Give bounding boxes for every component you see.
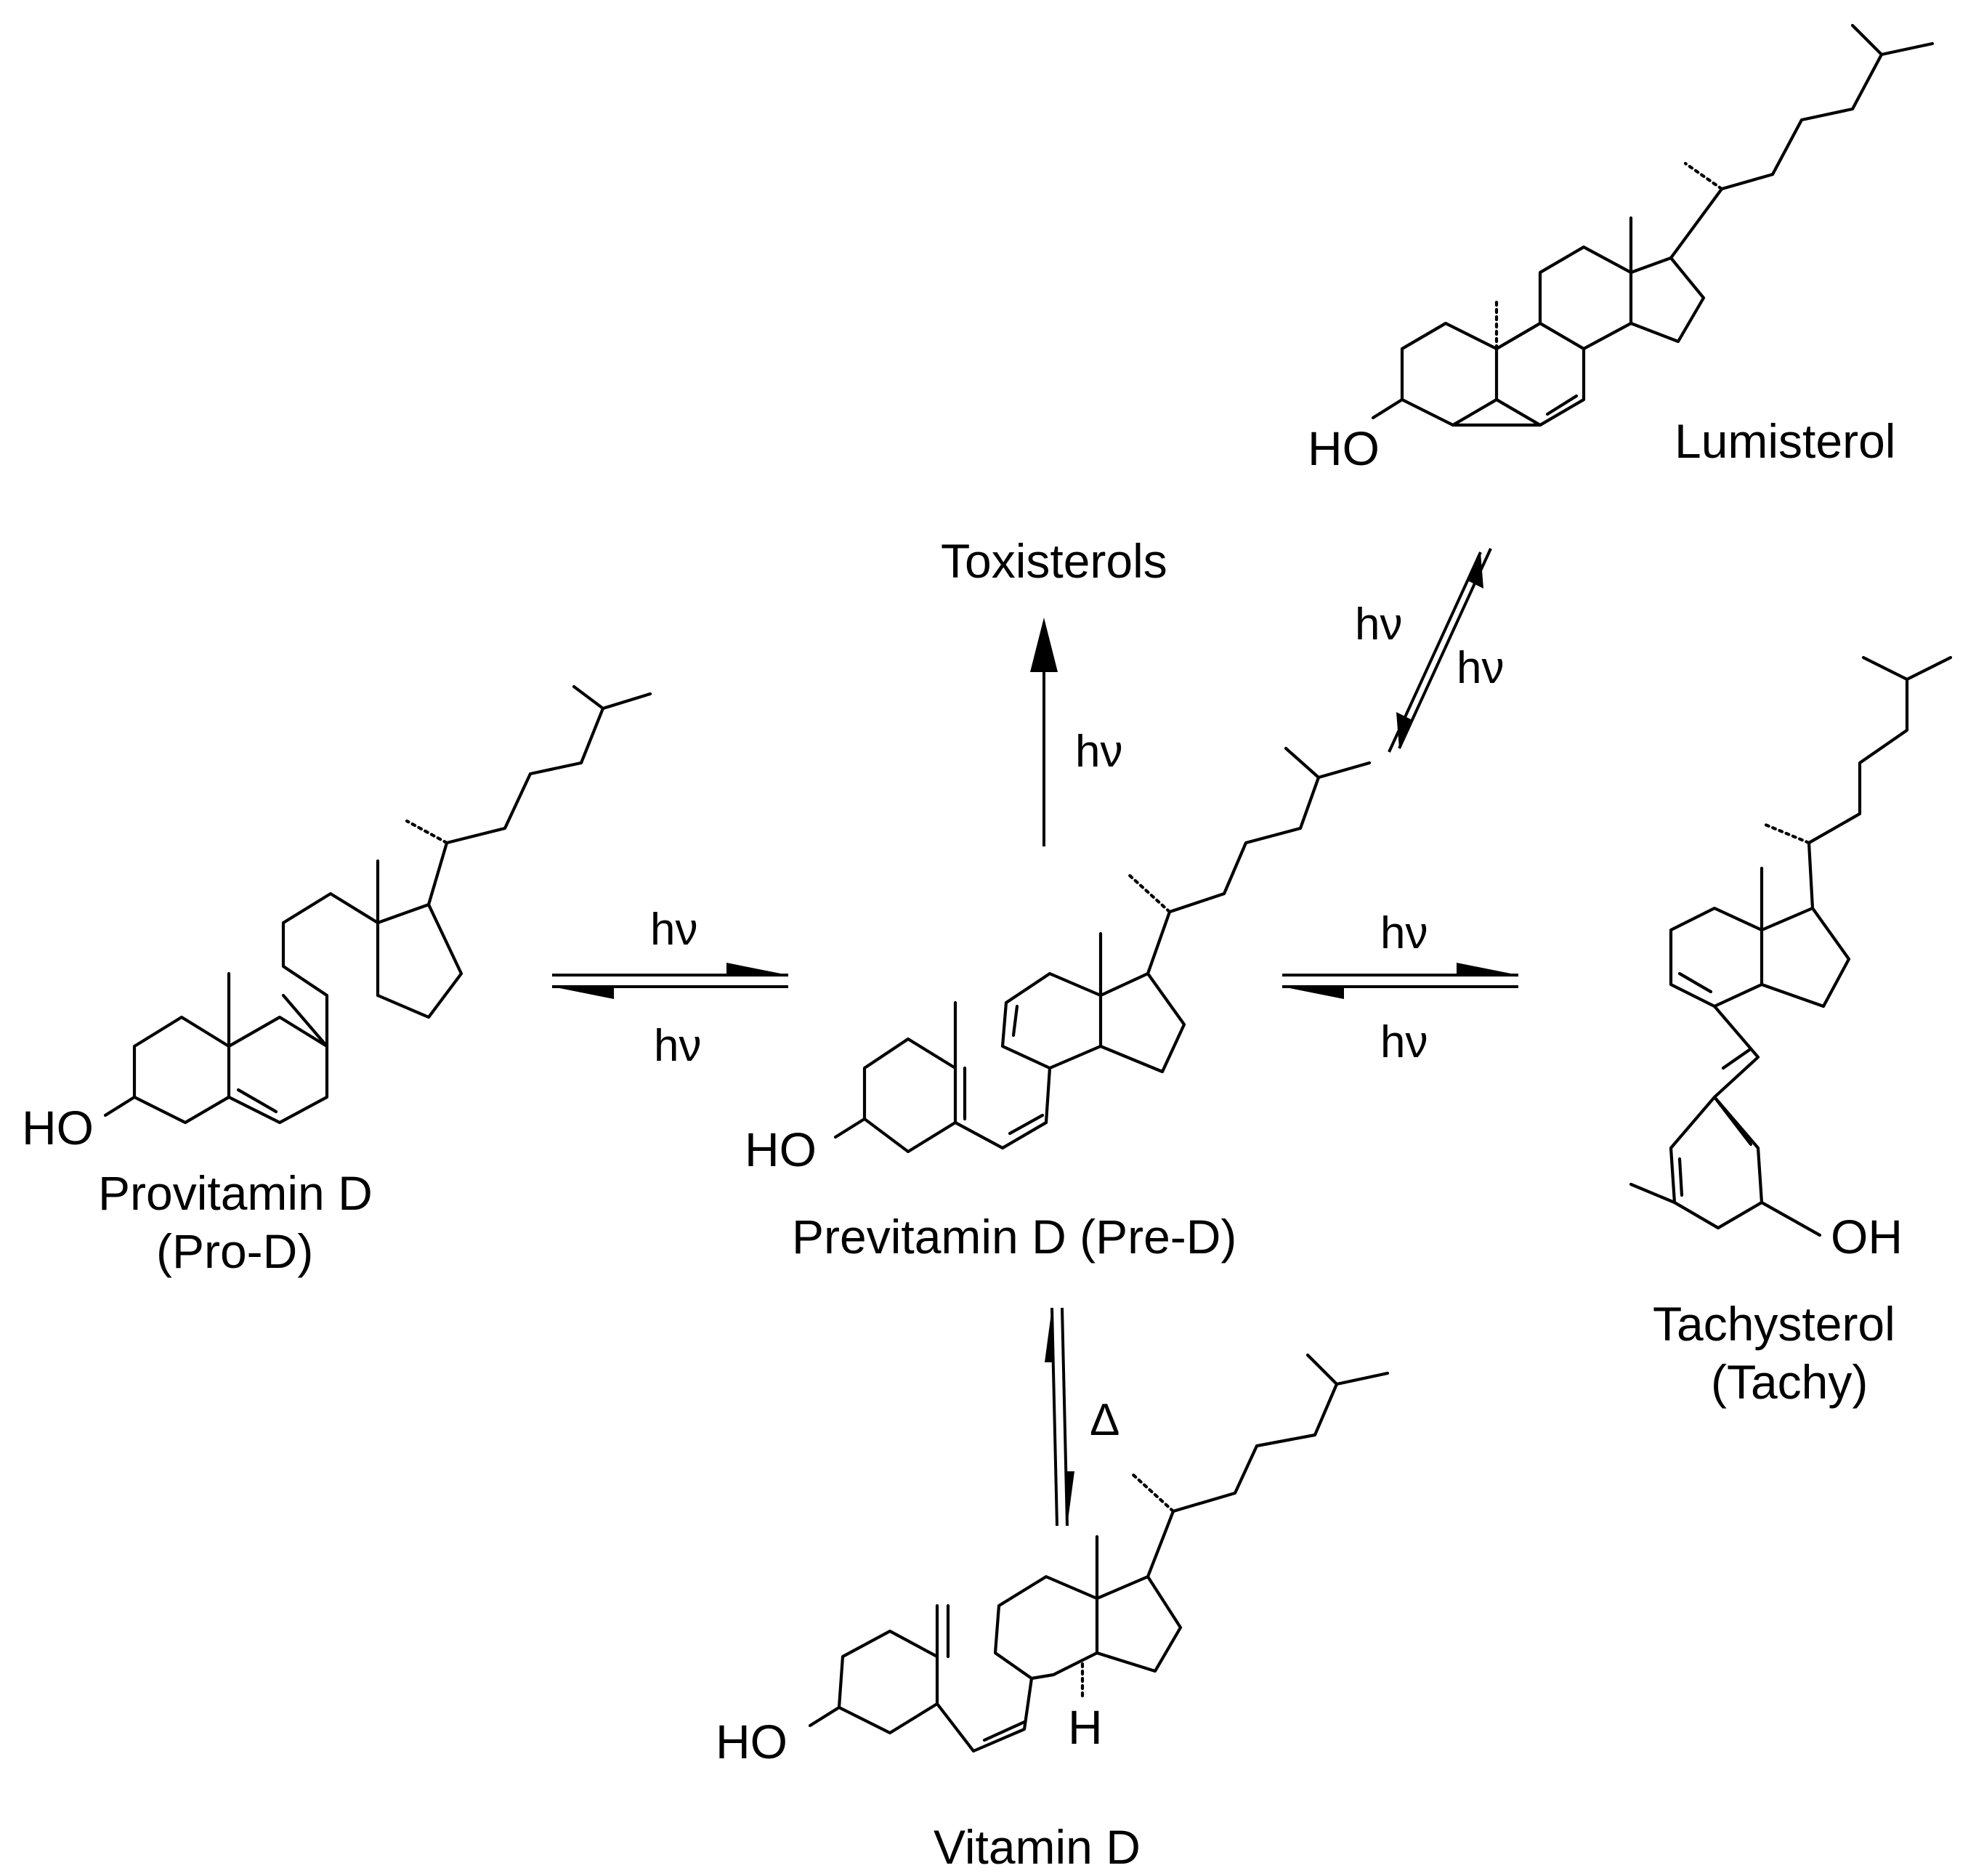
tachysterol-oh-label: OH (1831, 1210, 1903, 1264)
vitamin-condition: Δ (1090, 1395, 1119, 1445)
lumisterol-label: Lumisterol (1675, 414, 1895, 468)
lumisterol-condition-forward: hν (1355, 599, 1402, 650)
tachysterol-label-line2: (Tachy) (1711, 1355, 1868, 1409)
lumisterol-oh-label: HO (1308, 421, 1380, 475)
vitamin-oh-label: HO (716, 1715, 787, 1768)
vitamin-structure: HO H Vitamin D (716, 1353, 1390, 1874)
provitamin-label-line1: Provitamin D (98, 1166, 373, 1220)
vitamin-equilibrium-arrows (1045, 1307, 1074, 1527)
tachysterol-equilibrium-arrows (1282, 963, 1518, 999)
toxisterols-condition: hν (1075, 727, 1122, 777)
provitamin-condition-forward: hν (650, 905, 697, 955)
previtamin-label: Previtamin D (Pre-D) (792, 1210, 1236, 1264)
previtamin-structure: HO Previtamin D (Pre-D) (745, 746, 1372, 1264)
provitamin-condition-reverse: hν (654, 1021, 701, 1071)
provitamin-oh-label: HO (22, 1101, 94, 1155)
tachysterol-condition-reverse: hν (1380, 1017, 1428, 1067)
provitamin-equilibrium-arrows (552, 963, 788, 999)
provitamin-structure: HO Provitamin D (Pro-D) (22, 684, 652, 1278)
previtamin-oh-label: HO (745, 1123, 817, 1176)
vitamin-h-label: H (1068, 1700, 1103, 1754)
vitamin-label: Vitamin D (934, 1820, 1141, 1874)
toxisterols-arrow (1030, 618, 1058, 846)
toxisterols-label: Toxisterols (941, 534, 1167, 588)
tachysterol-structure: OH Tachysterol (Tachy) (1629, 655, 1953, 1409)
lumisterol-condition-reverse: hν (1457, 643, 1504, 693)
lumisterol-structure: HO Lumisterol (1308, 23, 1935, 475)
tachysterol-label-line1: Tachysterol (1653, 1297, 1895, 1351)
tachysterol-condition-forward: hν (1380, 908, 1428, 958)
lumisterol-equilibrium-arrows (1388, 548, 1492, 753)
provitamin-label-line2: (Pro-D) (156, 1224, 313, 1278)
